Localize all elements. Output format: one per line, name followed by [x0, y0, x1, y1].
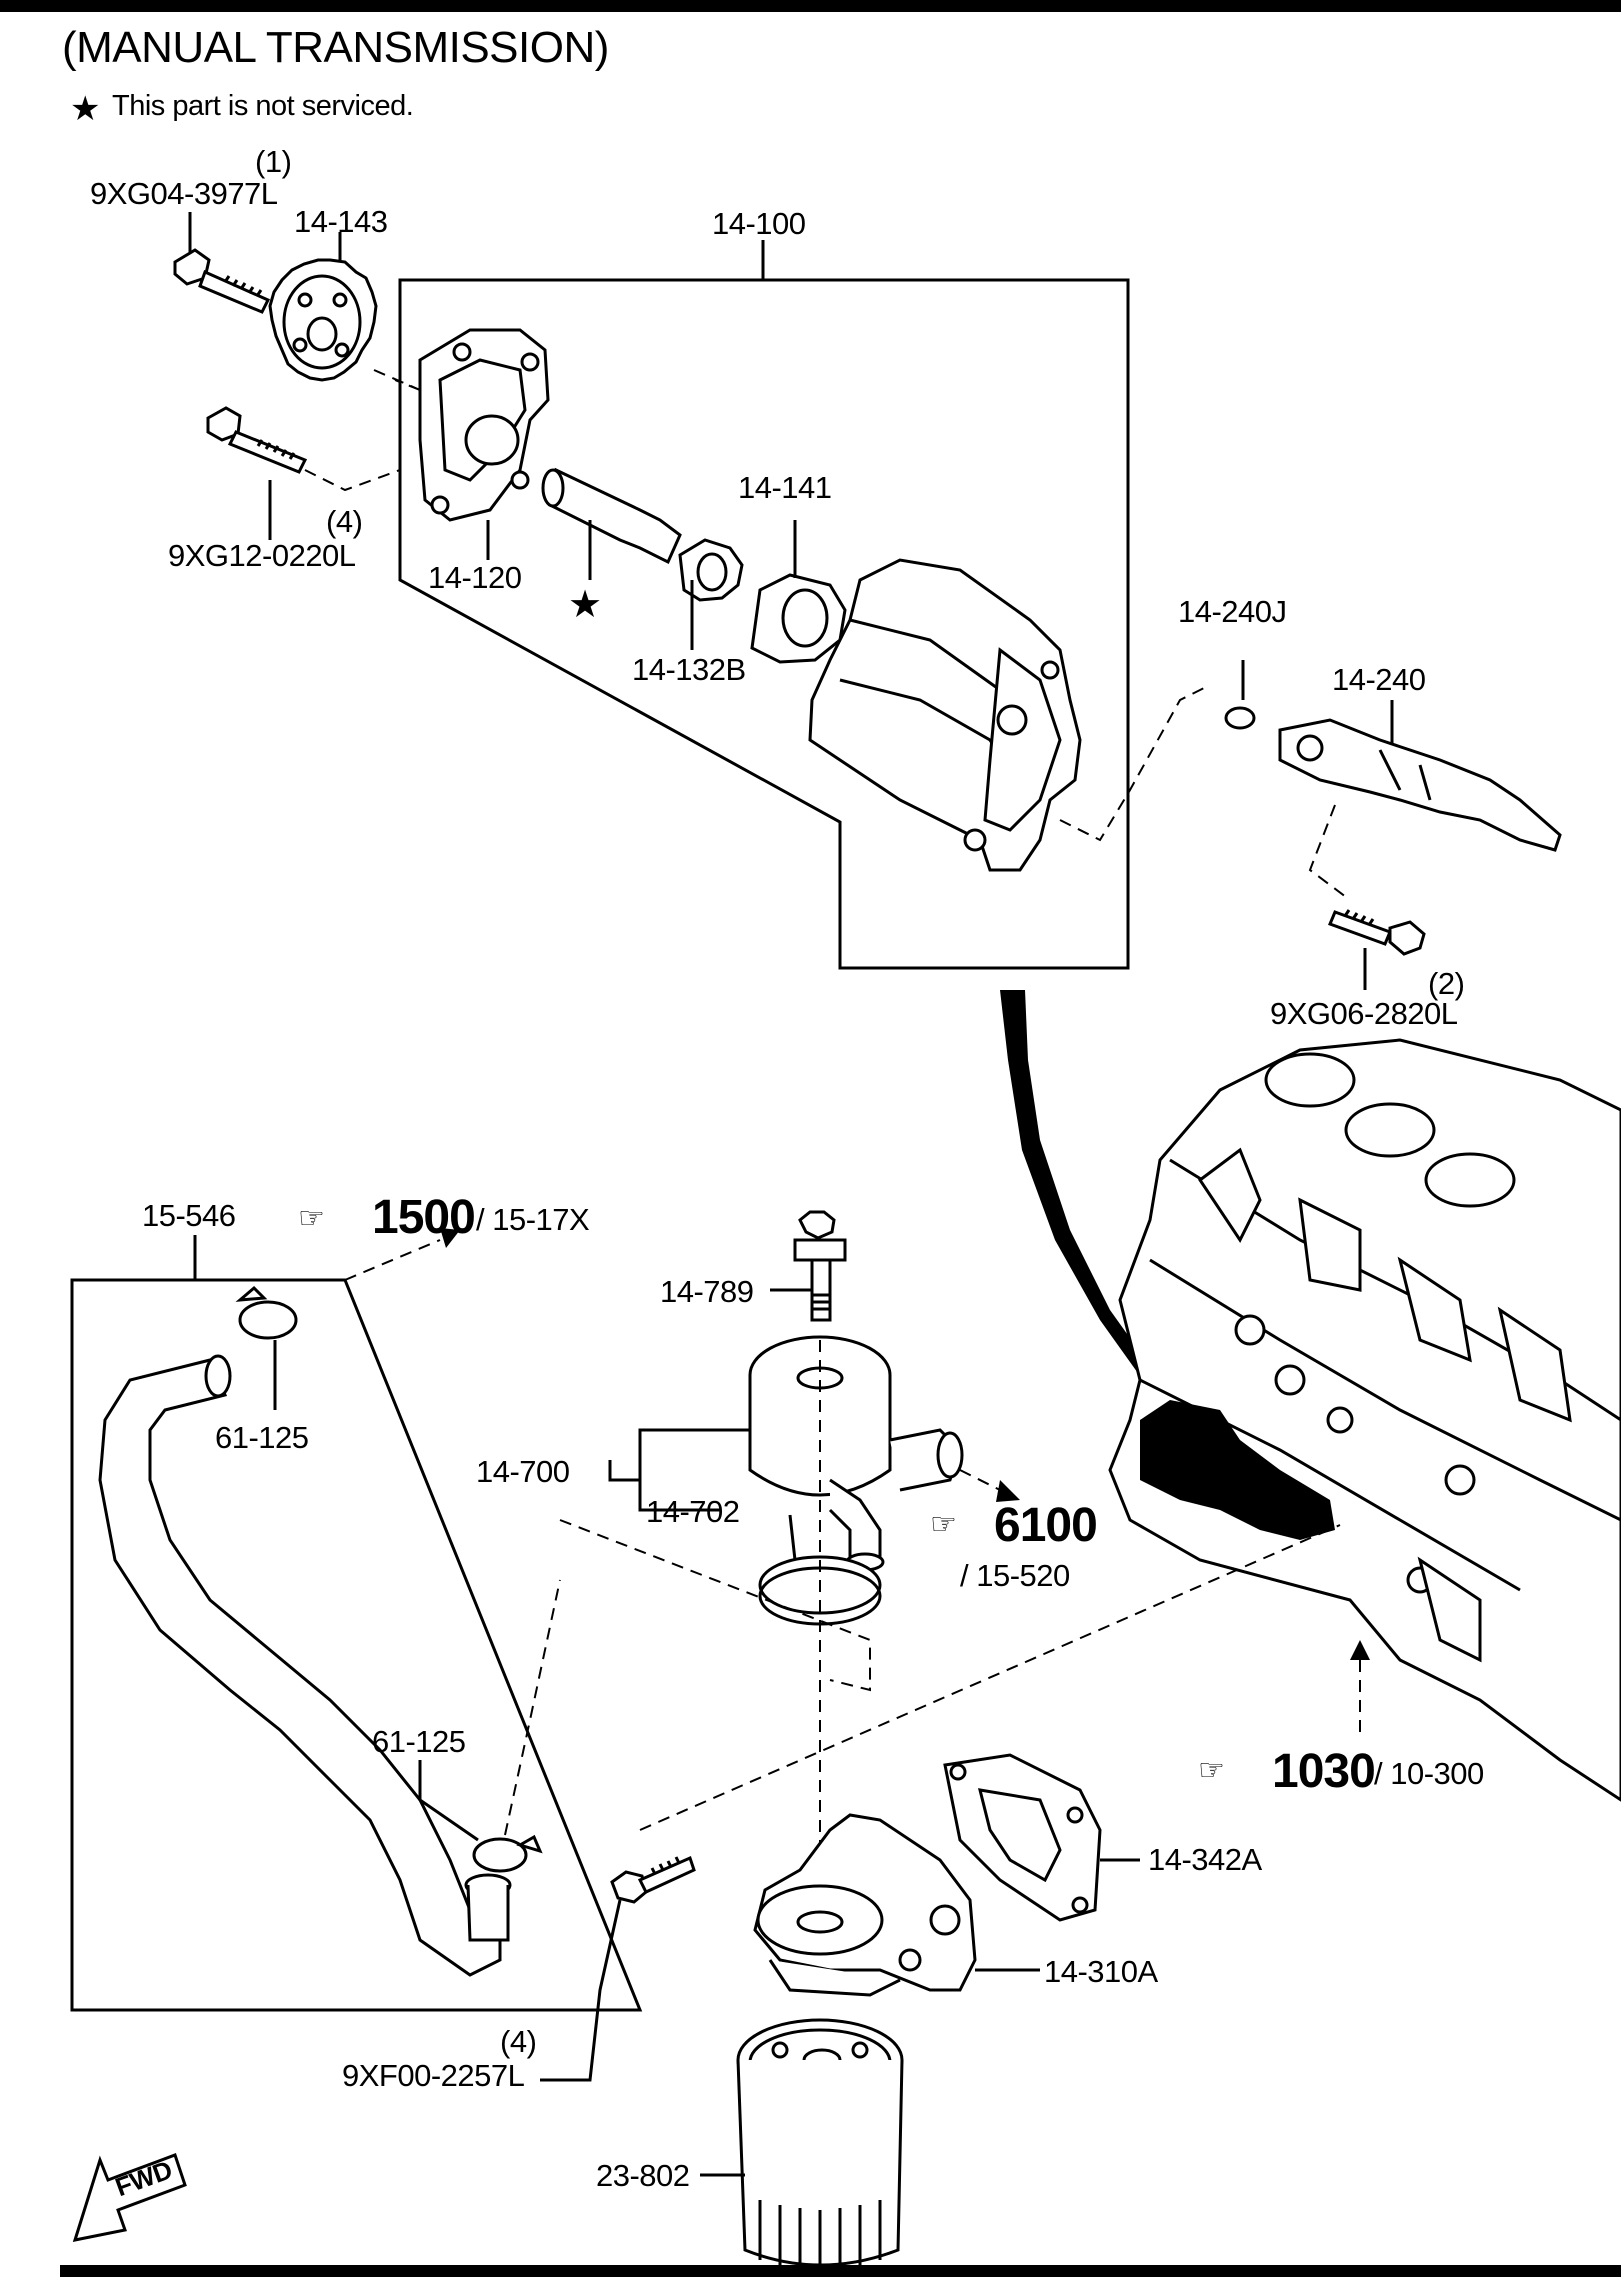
- callout-part-number: 14-342A: [1148, 1842, 1262, 1877]
- bolt-left: [206, 406, 308, 540]
- callout-part-number: 14-100: [712, 206, 806, 241]
- callout-part-number: 14-310A: [1044, 1954, 1158, 1989]
- cooler-bolt: [770, 1210, 847, 1322]
- hose-box: [70, 1278, 643, 2012]
- callout-qty: (1): [255, 144, 292, 179]
- pointing-hand-icon: ☞: [1198, 1753, 1225, 1788]
- reference-page: / 10-300: [1374, 1756, 1484, 1791]
- oil-cooler: [748, 1335, 964, 1572]
- oil-pump-box: [398, 278, 1130, 970]
- not-serviced-note: This part is not serviced.: [112, 90, 414, 122]
- callout-qty: (2): [1428, 966, 1465, 1001]
- gasket: [943, 1753, 1140, 1922]
- fwd-arrow-icon: [72, 2153, 187, 2242]
- bolt-right: [1328, 909, 1426, 990]
- callout-qty: (4): [500, 2024, 537, 2059]
- clip: [1224, 660, 1256, 730]
- bolt-bottom: [610, 1855, 696, 1904]
- oil-filter: [700, 2018, 904, 2273]
- pointing-hand-icon: ☞: [930, 1507, 957, 1542]
- pump-shaft: [541, 467, 682, 580]
- clamp-lower: [472, 1834, 543, 1873]
- reference-page: / 15-17X: [476, 1202, 590, 1237]
- reference-number: 1030: [1272, 1745, 1376, 1798]
- top-rule: [0, 0, 1621, 12]
- callout-part-number: 14-702: [646, 1494, 740, 1529]
- callout-part-number: 14-700: [476, 1454, 570, 1489]
- reference-number: 6100: [994, 1499, 1098, 1552]
- inner-rotor: [678, 538, 744, 650]
- callout-part-number: 9XG04-3977L: [90, 176, 278, 211]
- oil-pump-location-arrow: [1000, 990, 1160, 1390]
- page-title: (MANUAL TRANSMISSION): [62, 23, 609, 72]
- pointing-hand-icon: ☞: [298, 1201, 325, 1236]
- callout-part-number: 14-132B: [632, 652, 746, 687]
- callout-part-number: 61-125: [215, 1420, 309, 1455]
- callout-part-number: 9XF00-2257L: [342, 2058, 525, 2093]
- filter-housing: [753, 1813, 1040, 1997]
- callout-part-number: 9XG06-2820L: [1270, 996, 1458, 1031]
- pump-body: [808, 558, 1082, 872]
- callout-part-number: 14-141: [738, 470, 832, 505]
- engine-block: [1108, 1038, 1621, 1802]
- callout-qty: (4): [326, 504, 363, 539]
- sprocket: [268, 232, 378, 382]
- reference-number: 1500: [372, 1191, 476, 1244]
- baffle: [1278, 700, 1562, 852]
- callout-part-number: 9XG12-0220L: [168, 538, 356, 573]
- bolt-top: [173, 212, 271, 314]
- cover-plate: [418, 328, 550, 560]
- star-icon: ★: [70, 90, 100, 128]
- callout-part-number: 14-143: [294, 204, 388, 239]
- pump-on-block: [1140, 1400, 1335, 1540]
- callout-part-number: 14-240J: [1178, 594, 1287, 629]
- star-icon: ★: [568, 584, 602, 626]
- clamp-upper: [235, 1285, 298, 1410]
- outer-rotor: [750, 520, 847, 664]
- callout-part-number: 14-789: [660, 1274, 754, 1309]
- callout-part-number: 23-802: [596, 2158, 690, 2193]
- reference-page: / 15-520: [960, 1558, 1070, 1593]
- callout-part-number: 15-546: [142, 1198, 236, 1233]
- callout-part-number: 14-120: [428, 560, 522, 595]
- callout-part-number: 14-240: [1332, 662, 1426, 697]
- callout-part-number: 61-125: [372, 1724, 466, 1759]
- hose: [98, 1354, 512, 1977]
